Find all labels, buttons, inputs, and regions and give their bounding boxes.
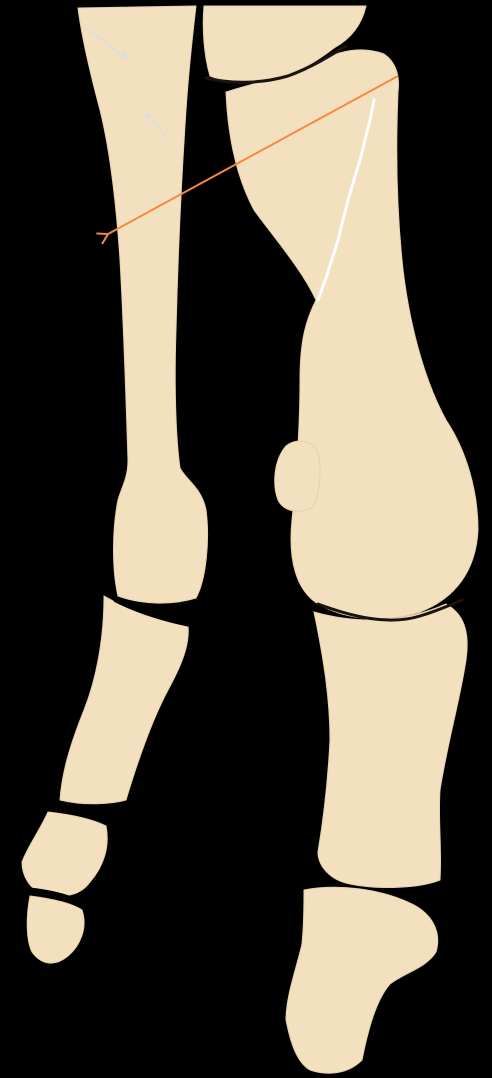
sesamoid-bone [275, 441, 320, 511]
